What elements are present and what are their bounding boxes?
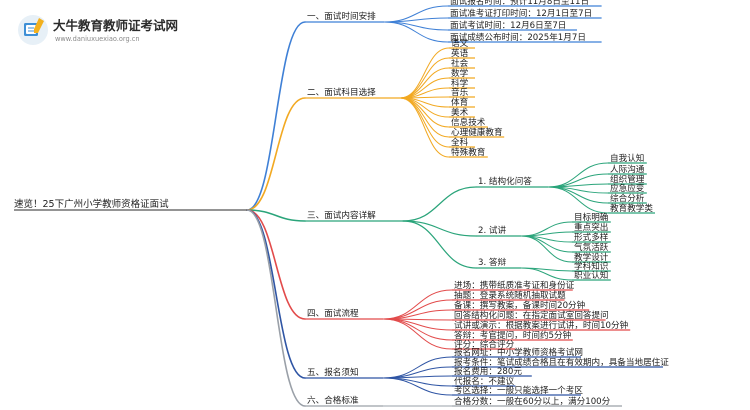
leaf-label-5-1: 报名网址：中小学教师资格考试网: [454, 346, 583, 358]
edge-leaf-4-5: [382, 318, 453, 331]
leaf-label-2-10: 心理健康教育: [451, 126, 503, 138]
leaf-label-2-12: 特殊教育: [451, 146, 486, 158]
leaf-label-2-1: 语文: [451, 37, 469, 49]
sub-leaf-label-1-1: 自我认知: [610, 152, 644, 164]
edge-sub-1: [402, 186, 477, 222]
branch-label-6: 六、合格标准: [307, 394, 359, 406]
edge-sub-leaf-1-3: [547, 183, 609, 188]
edge-sub-leaf-1-1: [547, 162, 609, 188]
sub-leaf-label-1-4: 应急应变: [610, 182, 645, 194]
edge-sub-leaf-1-6: [547, 186, 609, 214]
leaf-label-4-5: 试讲或演示：根据教案进行试讲，时间10分钟: [454, 319, 629, 331]
edge-root-branch-2: [246, 97, 306, 211]
edge-leaf-2-11: [399, 97, 450, 148]
sub-label-2: 2. 试讲: [478, 224, 507, 236]
leaf-label-1-2: 面试准考证打印时间：12月1日至7日: [450, 7, 592, 19]
leaf-label-2-9: 信息技术: [451, 116, 486, 128]
leaf-label-2-3: 社会: [451, 57, 469, 69]
leaf-label-2-5: 科学: [451, 77, 469, 89]
leaf-label-4-6: 答辩：考官提问，时间约5分钟: [454, 329, 572, 341]
mindmap-root-label: 速览！25下广州小学教师资格证面试: [14, 198, 169, 210]
edge-leaf-2-1: [399, 47, 450, 99]
edge-leaf-2-8: [399, 97, 450, 118]
sub-leaf-label-1-6: 教育教学类: [610, 202, 653, 214]
sub-leaf-label-1-3: 组织管理: [610, 173, 645, 185]
brand-url: www.daniuxuexiao.org.cn: [55, 35, 140, 43]
leaf-label-5-5: 考区选择：一般只能选择一个考区: [454, 384, 583, 396]
leaf-label-2-6: 音乐: [451, 86, 469, 98]
leaf-label-2-4: 数学: [451, 67, 469, 79]
edge-sub-leaf-2-2: [520, 231, 573, 237]
leaf-label-6-1: 合格分数：一般在60分以上，满分100分: [454, 395, 611, 407]
leaf-label-4-7: 评分：综合评分: [454, 338, 515, 350]
book-pencil-icon: [24, 18, 44, 36]
leaf-label-1-1: 面试报名时间：预计11月8日至11日: [450, 0, 589, 7]
sub-label-1: 1. 结构化问答: [478, 175, 532, 187]
leaf-label-5-4: 代报名：不建议: [454, 375, 515, 387]
edge-leaf-5-5: [382, 377, 453, 396]
edge-leaf-2-10: [399, 97, 450, 138]
leaf-label-5-2: 报考条件：笔试成绩合格且在有效期内，具备当地居住证: [454, 356, 669, 368]
sub-leaf-label-2-5: 教学设计: [574, 251, 609, 263]
branch-label-2: 二、面试科目选择: [307, 86, 376, 98]
brand-name: 大牛教育教师证考试网: [53, 18, 178, 33]
edge-leaf-4-7: [382, 318, 453, 350]
brand-logo: 大牛教育教师证考试网 www.daniuxuexiao.org.cn: [18, 15, 178, 45]
leaf-label-4-1: 进场：携带纸质准考证和身份证: [454, 279, 575, 291]
leaf-label-1-3: 面试考试时间：12月6日至7日: [450, 19, 566, 31]
leaf-label-2-11: 全科: [451, 136, 469, 148]
sub-leaf-label-2-1: 目标明确: [574, 211, 608, 223]
sub-leaf-label-1-2: 人际沟通: [610, 163, 645, 175]
leaf-label-4-2: 抽题：登录系统随机抽取试题: [454, 289, 566, 301]
sub-leaf-label-3-1: 学科知识: [574, 260, 609, 272]
edge-leaf-2-12: [399, 97, 450, 158]
edge-leaf-4-2: [382, 299, 453, 320]
edge-leaf-1-2: [383, 17, 449, 23]
leaf-label-4-4: 回答结构化问题：在指定面试室回答提问: [454, 309, 609, 321]
sub-leaf-label-1-5: 综合分析: [610, 192, 645, 204]
sub-leaf-label-3-2: 职业认知: [574, 269, 608, 281]
edge-sub-leaf-2-5: [520, 235, 573, 263]
leaf-label-5-3: 报名费用：280元: [454, 365, 522, 377]
edge-sub-leaf-3-2: [520, 267, 573, 281]
sub-leaf-label-2-2: 重点突出: [574, 221, 608, 233]
edge-root-branch-3: [246, 209, 306, 222]
edge-root-branch-1: [246, 21, 306, 211]
leaf-label-2-7: 体育: [451, 96, 469, 108]
edge-sub-2: [402, 220, 477, 237]
leaf-label-1-4: 面试成绩公布时间：2025年1月7日: [450, 31, 586, 43]
edge-sub-3: [402, 220, 477, 269]
sub-label-3: 3. 答辩: [478, 256, 507, 268]
edge-leaf-1-4: [383, 21, 449, 43]
edge-root-branch-5: [246, 209, 306, 379]
branch-label-4: 四、面试流程: [307, 307, 359, 319]
edge-leaf-5-4: [382, 377, 453, 387]
sub-leaf-label-2-3: 形式多样: [574, 231, 609, 243]
sub-leaf-label-2-4: 气氛活跃: [574, 241, 609, 253]
branch-label-1: 一、面试时间安排: [307, 10, 376, 22]
edge-root-branch-4: [246, 209, 306, 320]
leaf-label-2-2: 英语: [451, 47, 469, 59]
branch-label-3: 三、面试内容详解: [307, 209, 376, 221]
edge-root-branch-6: [246, 209, 306, 407]
leaf-label-2-8: 美术: [451, 106, 469, 118]
leaf-label-4-3: 备课：撰写教案，备课时间20分钟: [454, 299, 586, 311]
edge-leaf-2-2: [399, 57, 450, 99]
branch-label-5: 五、报名须知: [307, 366, 359, 378]
